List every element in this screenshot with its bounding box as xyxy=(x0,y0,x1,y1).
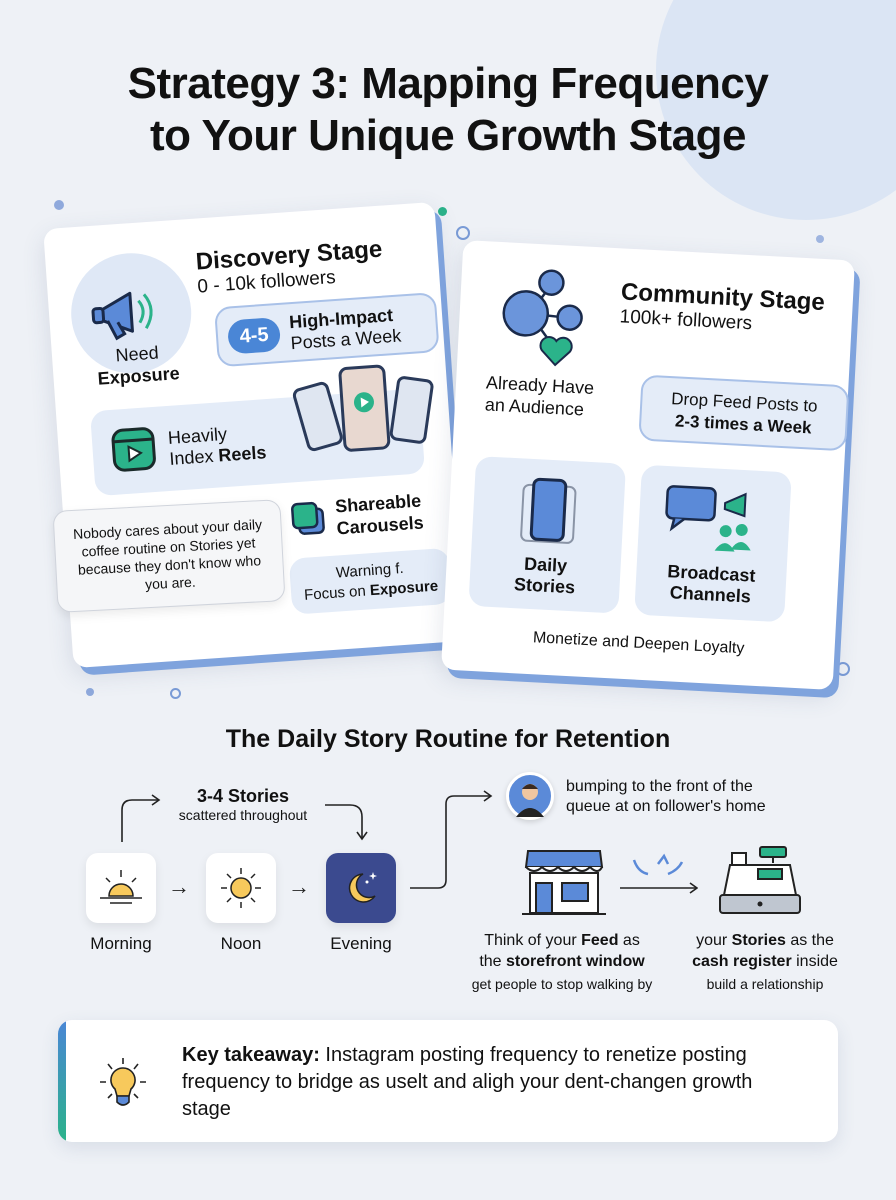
frequency-badge: 4-5 xyxy=(226,316,282,355)
warning-box: Warning f. Focus on Exposure xyxy=(288,547,453,615)
stories-subcaption: build a relationship xyxy=(706,976,824,992)
daily-stories-tile: Daily Stories xyxy=(468,455,627,614)
stories-icon xyxy=(520,477,577,544)
decorative-dot xyxy=(438,207,447,216)
decorative-dot xyxy=(54,200,64,210)
evening-label: Evening xyxy=(330,934,392,953)
noon-label: Noon xyxy=(220,934,262,953)
need-exposure-label: Need Exposure xyxy=(96,342,181,389)
stories-caption: your Stories as the cash register inside xyxy=(692,932,838,970)
megaphone-icon xyxy=(91,291,153,341)
stories-flow-arrows xyxy=(121,794,368,842)
bump-text: bumping to the front of the queue at on … xyxy=(566,778,766,815)
lightbulb-icon xyxy=(100,1058,146,1106)
carousels-label: Shareable Carousels xyxy=(334,490,425,539)
discovery-stage-card: Need Exposure Discovery Stage 0 - 10k fo… xyxy=(43,201,465,669)
broadcast-icon xyxy=(665,485,751,552)
morning-label: Morning xyxy=(90,934,152,953)
frequency-bubble: 4-5 High-Impact Posts a Week xyxy=(214,291,440,368)
decorative-dot xyxy=(826,688,834,696)
coffee-note: Nobody cares about your daily coffee rou… xyxy=(52,499,286,613)
feed-caption: Think of your Feed as the storefront win… xyxy=(479,932,645,970)
avatar xyxy=(506,772,554,820)
drop-feed-bubble: Drop Feed Posts to 2-3 times a Week xyxy=(638,374,850,452)
reels-icon xyxy=(111,427,156,472)
carousel-icon xyxy=(291,501,325,535)
community-stage-card: Community Stage 100k+ followers Already … xyxy=(441,240,855,690)
moon-icon xyxy=(348,872,377,903)
audience-label: Already Have an Audience xyxy=(484,372,595,420)
key-takeaway-card: Key takeaway: Instagram posting frequenc… xyxy=(58,1020,838,1142)
page-title: Strategy 3: Mapping Frequency to Your Un… xyxy=(127,59,769,160)
megaphone-circle xyxy=(67,249,196,378)
decorative-dot xyxy=(816,235,824,243)
evening-icon-box xyxy=(326,853,396,923)
network-icon xyxy=(502,269,583,367)
takeaway-text: Key takeaway: Instagram posting frequenc… xyxy=(182,1044,753,1120)
broadcast-channels-tile: Broadcast Channels xyxy=(634,464,792,623)
sunrise-icon xyxy=(100,870,142,904)
decorative-ring xyxy=(836,662,850,676)
routine-title: The Daily Story Routine for Retention xyxy=(225,725,671,753)
person-avatar-icon xyxy=(516,784,544,817)
stories-count: 3-4 Stories scattered throughout xyxy=(178,786,308,823)
decorative-dot xyxy=(86,688,94,696)
noon-icon-box xyxy=(206,853,276,923)
discovery-heading: Discovery Stage 0 - 10k followers xyxy=(194,235,384,298)
storefront-icon xyxy=(522,850,606,915)
phones-icon xyxy=(292,364,434,452)
arrow-icon: → xyxy=(288,874,310,899)
morning-icon-box xyxy=(86,853,156,923)
decorative-ring xyxy=(456,226,470,240)
decorative-ring xyxy=(170,688,181,699)
accent-bar xyxy=(58,1020,66,1142)
feed-subcaption: get people to stop walking by xyxy=(471,976,653,992)
cash-register-icon xyxy=(719,846,801,914)
arrow-icon: → xyxy=(168,874,190,899)
reels-row: Heavily Index Reels xyxy=(89,364,434,497)
sun-icon xyxy=(221,868,261,908)
monetize-footer: Monetize and Deepen Loyalty xyxy=(532,629,745,658)
bump-arrow xyxy=(410,790,493,889)
community-heading: Community Stage 100k+ followers xyxy=(619,278,826,335)
exchange-arrows xyxy=(620,853,698,894)
